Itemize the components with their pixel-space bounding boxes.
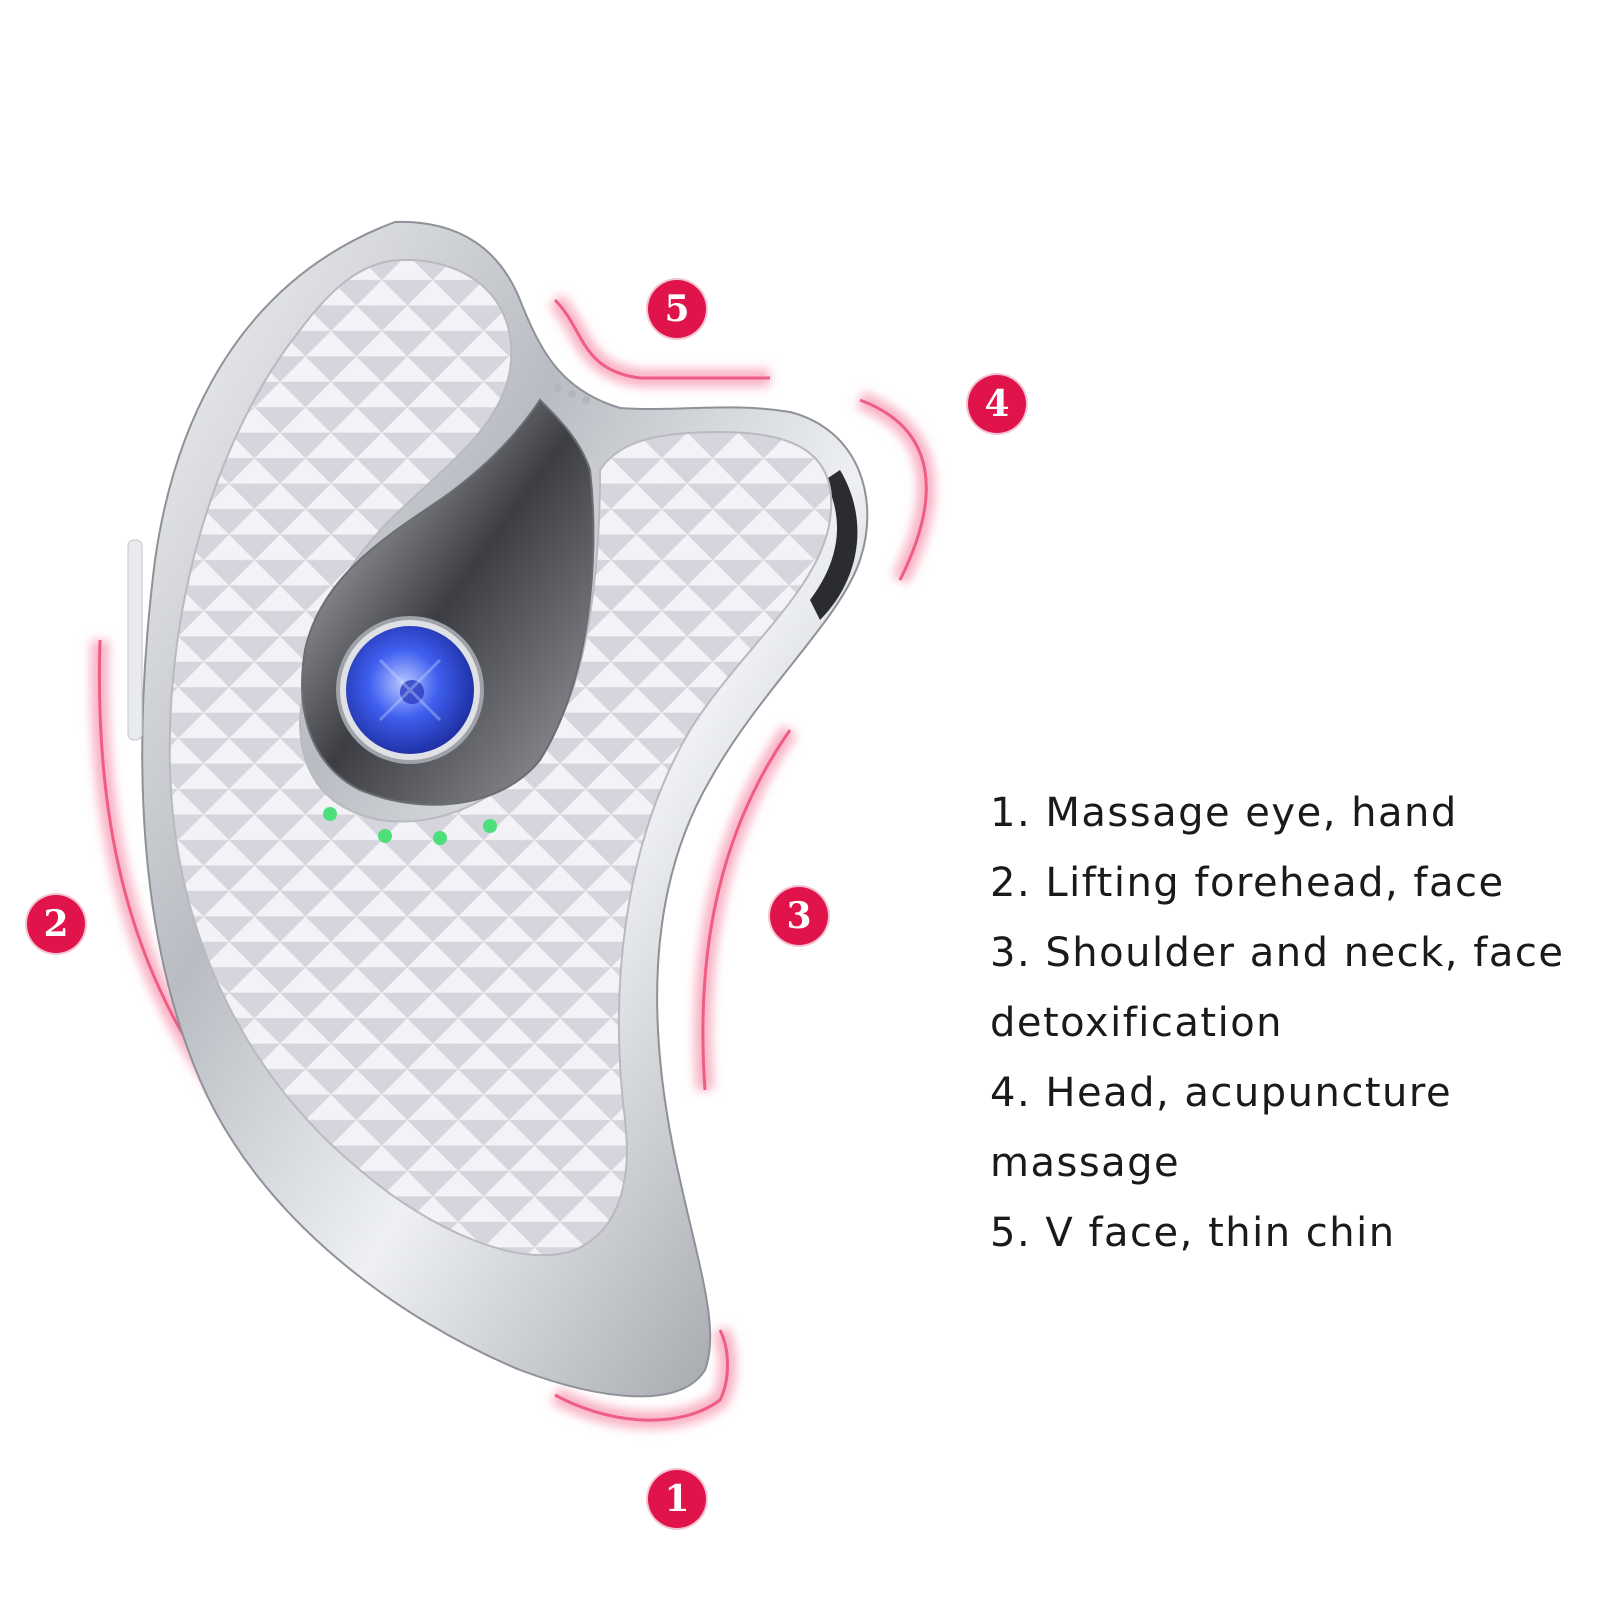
glow-stroke-3 — [693, 724, 798, 1091]
device-edge — [810, 470, 858, 620]
feature-item: 1. Massage eye, hand — [990, 790, 1458, 836]
led-dot — [323, 807, 337, 821]
side-button — [127, 539, 143, 741]
led-dot — [378, 829, 392, 843]
led-dot — [433, 831, 447, 845]
glow-stroke-5 — [548, 293, 770, 387]
badge-1: 1 — [648, 1470, 706, 1528]
notch-dots — [554, 384, 590, 404]
feature-item: 3. Shoulder and neck, face detoxificatio… — [990, 930, 1565, 1046]
glow-stroke-1 — [550, 1325, 737, 1430]
badge-5: 5 — [648, 280, 706, 338]
badge-2: 2 — [27, 895, 85, 953]
badge-3: 3 — [770, 887, 828, 945]
feature-item: 2. Lifting forehead, face — [990, 860, 1505, 906]
glow-stroke-4 — [856, 391, 936, 585]
led-indicators — [323, 807, 497, 845]
power-button[interactable] — [336, 616, 484, 764]
led-dot — [483, 819, 497, 833]
feature-list: 1. Massage eye, hand 2. Lifting forehead… — [990, 778, 1590, 1268]
feature-item: 4. Head, acupuncture massage — [990, 1070, 1453, 1186]
badge-4: 4 — [968, 375, 1026, 433]
feature-item: 5. V face, thin chin — [990, 1210, 1396, 1256]
